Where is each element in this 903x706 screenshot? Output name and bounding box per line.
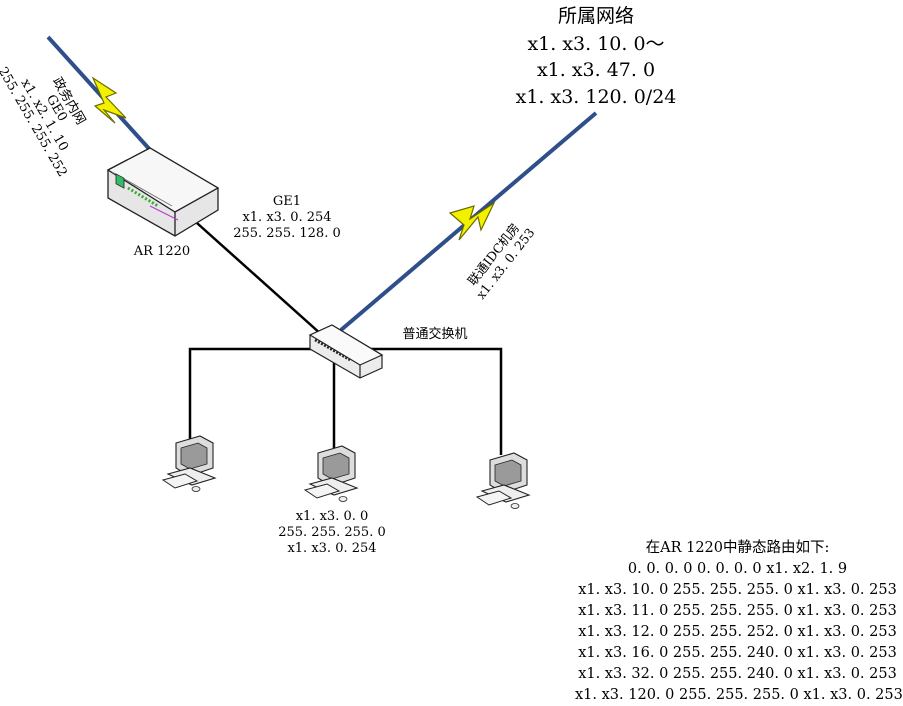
pc-left-icon <box>161 435 217 492</box>
ge1-port-label: GE1 <box>273 194 301 209</box>
route-entry: x1. x3. 12. 0 255. 255. 252. 0 x1. x3. 0… <box>578 624 897 640</box>
pc-center-icon <box>303 445 359 502</box>
pc-right-icon <box>475 452 531 509</box>
idc-lightning-bolt-icon <box>448 201 496 241</box>
route-entry: x1. x3. 11. 0 255. 255. 255. 0 x1. x3. 0… <box>578 603 897 619</box>
pc-mask-label: 255. 255. 255. 0 <box>278 525 386 540</box>
router-label: AR 1220 <box>133 244 190 259</box>
switch-icon <box>308 324 384 379</box>
gov-link-labels: 政务内网 GE0 x1. x2. 1. 10 255. 255. 255. 25… <box>0 65 89 180</box>
network-range-1: x1. x3. 10. 0～ <box>527 33 664 55</box>
gov-lightning-bolt-icon <box>91 76 127 124</box>
lan-bus-right <box>362 347 503 455</box>
default-route: 0. 0. 0. 0 0. 0. 0. 0 x1. x2. 1. 9 <box>627 561 848 577</box>
pc-gateway-label: x1. x3. 0. 254 <box>287 541 376 556</box>
static-routes-block: 在AR 1220中静态路由如下: 0. 0. 0. 0 0. 0. 0. 0 x… <box>575 538 903 706</box>
ge1-ip-label: x1. x3. 0. 254 <box>242 210 331 225</box>
route-entry: x1. x3. 32. 0 255. 255. 240. 0 x1. x3. 0… <box>578 666 897 682</box>
switch-label: 普通交换机 <box>402 326 467 342</box>
network-title: 所属网络 <box>558 5 634 27</box>
lan-bus-left <box>188 347 314 442</box>
routes-title: 在AR 1220中静态路由如下: <box>645 540 830 556</box>
idc-link-labels: 联通IDC机房 x1. x3. 0. 253 <box>465 220 538 302</box>
route-entry: x1. x3. 120. 0 255. 255. 255. 0 x1. x3. … <box>575 687 903 703</box>
network-range-2: x1. x3. 47. 0 <box>537 59 655 81</box>
router-switch-link <box>187 214 323 336</box>
route-entry: x1. x3. 16. 0 255. 255. 240. 0 x1. x3. 0… <box>578 645 897 661</box>
pc-subnet-label: x1. x3. 0. 0 <box>296 509 369 524</box>
router-icon <box>106 147 220 237</box>
network-range-3: x1. x3. 120. 0/24 <box>516 86 677 108</box>
ge1-mask-label: 255. 255. 128. 0 <box>233 226 341 241</box>
route-entry: x1. x3. 10. 0 255. 255. 255. 0 x1. x3. 0… <box>578 582 897 598</box>
